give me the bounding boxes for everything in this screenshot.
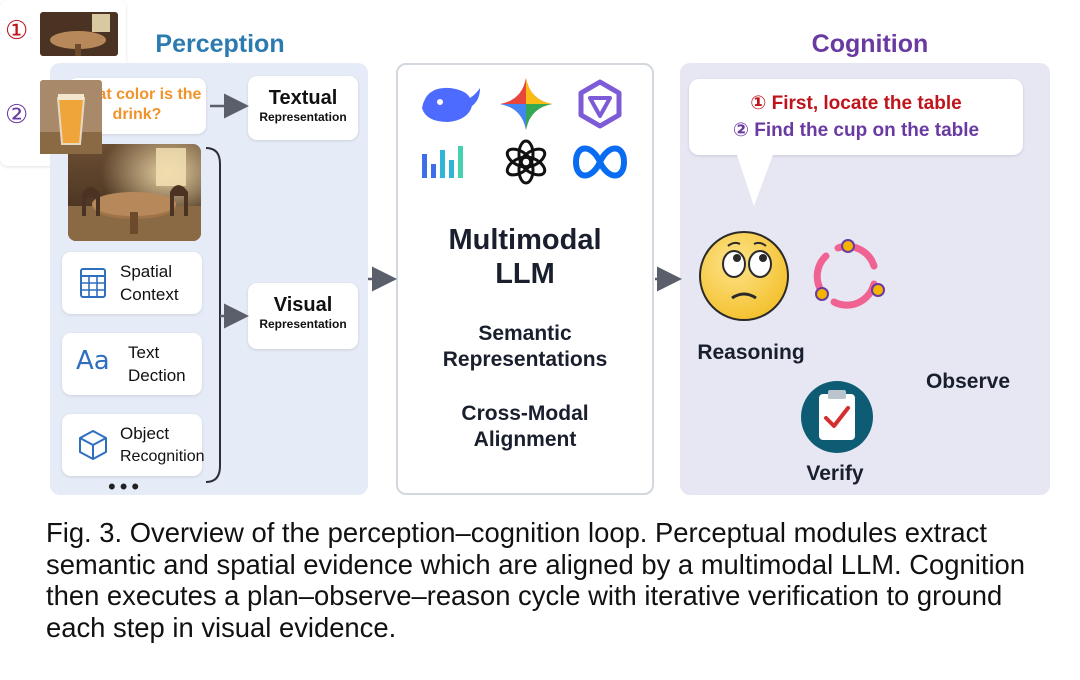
text-detection-card: Aa Text Dection: [62, 333, 202, 395]
semantic-line1: Semantic: [478, 322, 572, 345]
perception-title: Perception: [155, 30, 285, 58]
textual-title: Textual: [268, 87, 338, 109]
llm-title: Multimodal LLM: [400, 223, 650, 291]
textual-representation-card: Textual Representation: [248, 76, 358, 140]
observe-label: Observe: [925, 370, 1011, 393]
visual-representation-card: Visual Representation: [248, 283, 358, 349]
llm-title-line2: LLM: [495, 258, 555, 290]
spatial-context-card: Spatial Context: [62, 252, 202, 314]
cube-icon: [79, 430, 107, 460]
thinking-face-icon: [699, 231, 789, 321]
plan-step-1: ① First, locate the table: [750, 93, 962, 114]
verify-clipboard-icon: [801, 381, 873, 453]
observe-step-2-number: ②: [5, 99, 29, 129]
grid-table-icon: [80, 268, 106, 298]
figure-caption: Fig. 3. Overview of the perception–cogni…: [46, 517, 1026, 643]
bubble-tail: [736, 152, 774, 206]
modules-bracket: [205, 147, 221, 483]
aa-text-icon: Aa: [76, 346, 110, 376]
knot-logo-icon: [505, 139, 547, 185]
observe-cup-photo: [40, 80, 102, 154]
text-label-line1: Text: [128, 343, 160, 362]
object-recognition-card: Object Recognition: [62, 414, 205, 476]
object-label-line2: Recognition: [120, 448, 205, 465]
hexagon-star-logo-icon: [578, 79, 622, 129]
more-modules-ellipsis: •••: [108, 474, 144, 499]
multimodal-llm-panel: [396, 63, 654, 495]
cross-modal-alignment-text: Cross-Modal Alignment: [400, 401, 650, 453]
spatial-label-line2: Context: [120, 285, 179, 304]
cycle-loop-icon: [813, 239, 885, 309]
reasoning-label: Reasoning: [697, 341, 805, 364]
visual-subtitle: Representation: [259, 317, 347, 331]
sparkle-logo-icon: [500, 78, 552, 130]
semantic-representations-text: Semantic Representations: [400, 321, 650, 373]
verify-label: Verify: [806, 462, 864, 485]
observe-table-photo: [40, 12, 118, 56]
whale-logo-icon: [422, 87, 480, 122]
llm-title-line1: Multimodal: [448, 224, 602, 256]
semantic-line2: Representations: [442, 348, 608, 371]
alignment-line2: Alignment: [473, 428, 577, 451]
alignment-line1: Cross-Modal: [461, 402, 589, 425]
visual-title: Visual: [273, 294, 333, 316]
infinity-logo-icon: [572, 145, 628, 179]
room-photo: [68, 144, 201, 241]
llm-logos: [422, 78, 628, 185]
cognition-title: Cognition: [811, 30, 929, 58]
plan-step-2: ② Find the cup on the table: [732, 120, 980, 141]
spatial-label-line1: Spatial: [120, 262, 172, 281]
bars-logo-icon: [422, 146, 463, 178]
text-label-line2: Dection: [128, 366, 186, 385]
observe-step-1-number: ①: [5, 15, 29, 45]
textual-subtitle: Representation: [259, 110, 347, 124]
plan-speech-bubble: ① First, locate the table ② Find the cup…: [689, 79, 1023, 155]
object-label-line1: Object: [120, 424, 170, 443]
observe-card: ① ②: [0, 0, 126, 166]
